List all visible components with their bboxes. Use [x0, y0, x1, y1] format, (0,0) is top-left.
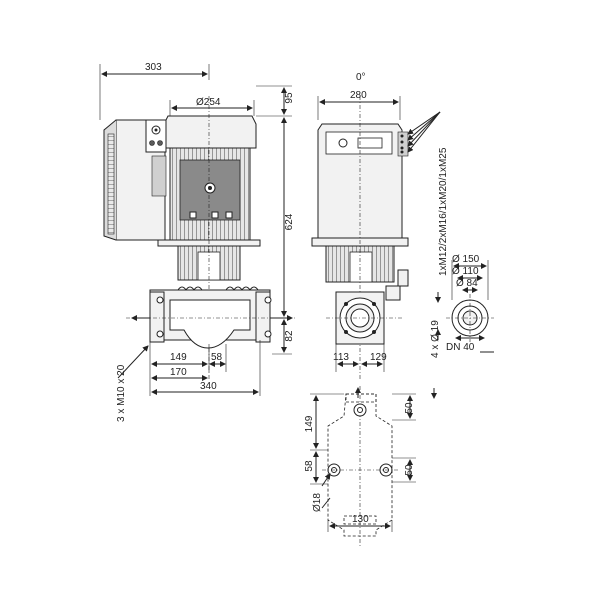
- dim-340: 340: [200, 381, 217, 392]
- label-dn40: DN 40: [446, 342, 475, 353]
- dim-b58: 58: [304, 460, 315, 472]
- dim-280: 280: [350, 90, 367, 101]
- dim-150: Ø 150: [452, 254, 480, 265]
- dim-84: Ø 84: [456, 278, 478, 289]
- dim-303: 303: [145, 62, 162, 73]
- flange-view: Ø 150 Ø 110 Ø 84 4 x Ø 19 DN 40: [430, 254, 494, 358]
- motor-cap: [163, 115, 257, 149]
- dim-254: Ø254: [196, 97, 221, 108]
- angle-label: 0°: [356, 72, 366, 83]
- dim-58: 58: [211, 352, 223, 363]
- dim-170: 170: [170, 367, 187, 378]
- dim-50-bottom: 50: [404, 464, 415, 476]
- dim-130: 130: [352, 514, 369, 525]
- dim-b18: Ø18: [312, 493, 323, 512]
- dim-50-top: 50: [404, 402, 415, 414]
- dim-95: 95: [284, 92, 295, 104]
- dim-110: Ø 110: [452, 266, 479, 277]
- label-m10: 3 x M10 x 20: [116, 364, 127, 422]
- label-cables: 1xM12/2xM16/1xM20/1xM25: [438, 147, 449, 276]
- dim-b149: 149: [304, 415, 315, 432]
- side-view: 303 Ø254: [99, 62, 296, 422]
- dim-129: 129: [370, 352, 387, 363]
- bottom-view: 50 50 149 58 Ø18 130: [304, 386, 437, 548]
- dim-624: 624: [284, 213, 295, 230]
- label-holes: 4 x Ø 19: [430, 320, 441, 358]
- dim-113: 113: [333, 352, 349, 363]
- dim-82: 82: [284, 330, 295, 342]
- front-view: 0° 280 1xM12/2xM16/1xM20/1xM25: [311, 72, 449, 380]
- dim-149: 149: [170, 352, 187, 363]
